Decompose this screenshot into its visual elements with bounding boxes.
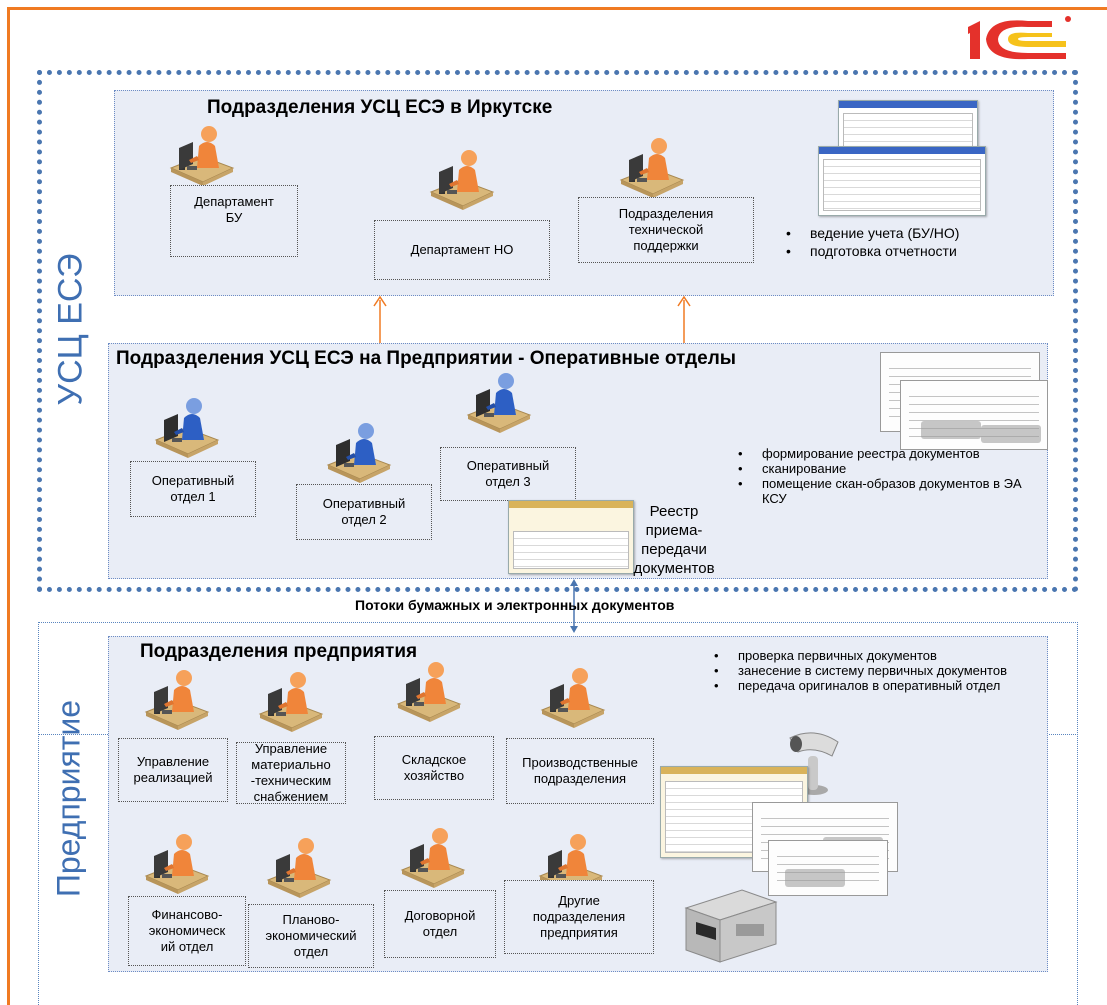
enterprise-title: Подразделения предприятия [140,641,418,662]
1c-logo [962,13,1074,65]
usc-ese-group [37,70,1078,592]
irkutsk-title: Подразделения УСЦ ЕСЭ в Иркутске [207,97,553,118]
enterprise-label: Предприятие [50,699,87,898]
person-icon [170,125,234,187]
person-icon [430,149,494,211]
accounting-software-screenshot [818,146,986,216]
operational-title: Подразделения УСЦ ЕСЭ на Предприятии - О… [116,348,737,369]
person-icon [327,422,391,484]
sales-management-box: Управление реализацией [118,738,228,802]
person-icon [401,827,465,889]
enterprise-bullets: проверка первичных документов занесение … [710,648,1010,693]
person-icon [145,833,209,895]
usc-ese-label: УСЦ ЕСЭ [51,253,90,406]
operational-dept-3-box: Оперативный отдел 3 [440,447,576,501]
planning-dept-box: Планово- экономический отдел [248,904,374,968]
production-units-box: Производственные подразделения [506,738,654,804]
enterprise-group-left-edge [38,622,39,1005]
bullet-item: помещение скан-образов документов в ЭА К… [734,476,1044,506]
enterprise-group-right-edge [1077,622,1078,1005]
operational-bullets: формирование реестра документов сканиров… [734,446,1044,506]
flow-arrow [373,295,387,344]
bullet-item: занесение в систему первичных документов [710,663,1010,678]
printer-icon [684,889,778,963]
procurement-management-box: Управление материально -техническим снаб… [236,741,346,804]
register-screenshot [508,500,634,574]
dept-no-box: Департамент НО [374,220,550,280]
scanned-document-image [768,840,888,896]
person-icon [267,837,331,899]
dept-bu-box: Департамент БУ [170,185,298,257]
operational-dept-2-box: Оперативный отдел 2 [296,484,432,540]
barcode-scanner-icon [789,732,839,795]
document-flow-label: Потоки бумажных и электронных документов [355,597,675,613]
bullet-item: передача оригиналов в оперативный отдел [710,678,1010,693]
person-icon [541,667,605,729]
person-icon [397,661,461,723]
flow-arrow [677,295,691,344]
irkutsk-bullets: ведение учета (БУ/НО) подготовка отчетно… [782,224,959,260]
bullet-item: подготовка отчетности [782,242,959,260]
operational-dept-1-box: Оперативный отдел 1 [130,461,256,517]
finance-dept-box: Финансово- экономическ ий отдел [128,896,246,966]
other-units-box: Другие подразделения предприятия [504,880,654,954]
person-icon [155,397,219,459]
person-icon [467,372,531,434]
bullet-item: ведение учета (БУ/НО) [782,224,959,242]
person-icon [145,669,209,731]
diagram-frame [7,7,1107,1005]
person-icon [259,671,323,733]
contract-dept-box: Договорной отдел [384,890,496,958]
bullet-item: проверка первичных документов [710,648,1010,663]
bullet-item: формирование реестра документов [734,446,1044,461]
scanned-document-image [900,380,1048,450]
warehouse-box: Складское хозяйство [374,736,494,800]
bullet-item: сканирование [734,461,1044,476]
reestr-label: Реестр приема- передачи документов [633,503,715,577]
person-icon [620,137,684,199]
bidirectional-flow-arrow [570,579,578,633]
tech-support-box: Подразделения технической поддержки [578,197,754,263]
